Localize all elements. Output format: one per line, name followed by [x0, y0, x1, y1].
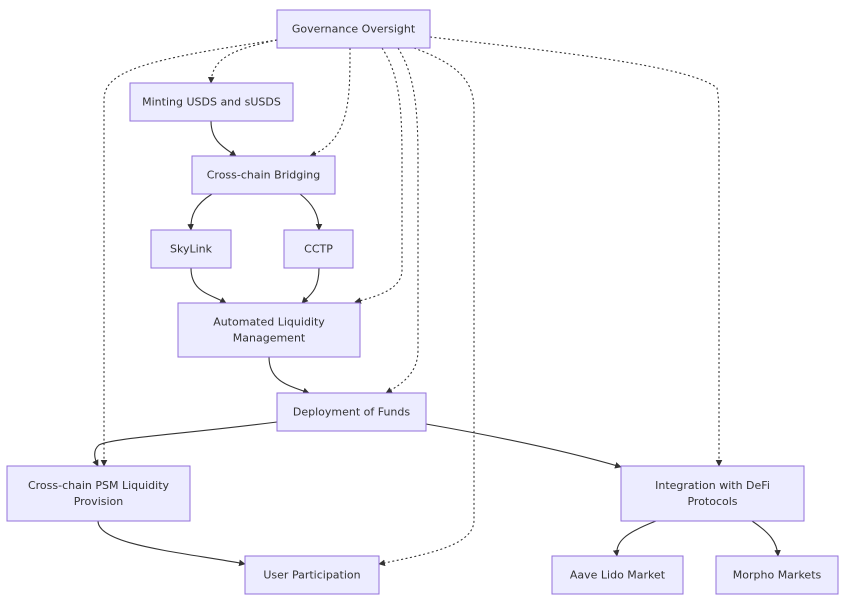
node-governance-oversight[interactable]: Governance Oversight — [276, 9, 431, 49]
edge-governance-to-liquidity — [354, 47, 403, 304]
edge-cctp-to-liquidity — [301, 267, 320, 304]
edge-governance-to-defi — [429, 36, 723, 467]
node-label: User Participation — [263, 569, 360, 582]
edge-minting-to-bridging — [210, 120, 237, 157]
edge-skylink-to-liquidity — [190, 267, 227, 304]
node-label: Provision — [74, 495, 124, 508]
node-label: Automated Liquidity — [213, 316, 325, 329]
node-label: Minting USDS and sUSDS — [142, 96, 281, 109]
edges-layer — [92, 36, 781, 567]
node-cctp[interactable]: CCTP — [283, 229, 354, 269]
edge-deployment-to-defi — [425, 423, 622, 469]
node-deployment-of-funds[interactable]: Deployment of Funds — [276, 392, 427, 432]
edge-governance-to-psm — [100, 39, 278, 467]
node-label: Management — [233, 332, 306, 345]
edge-deployment-to-psm — [92, 421, 278, 467]
edge-governance-to-bridging — [309, 47, 351, 157]
node-morpho-markets[interactable]: Morpho Markets — [715, 555, 839, 595]
node-label: Morpho Markets — [733, 569, 822, 582]
node-cross-chain-bridging[interactable]: Cross-chain Bridging — [191, 155, 336, 195]
edge-bridging-to-cctp — [299, 193, 323, 231]
node-label: Deployment of Funds — [293, 406, 411, 419]
edge-defi-to-aave — [612, 520, 657, 557]
edge-bridging-to-skylink — [187, 193, 213, 231]
edge-defi-to-morpho — [751, 520, 781, 557]
node-aave-lido-market[interactable]: Aave Lido Market — [551, 555, 684, 595]
edge-governance-to-minting — [207, 39, 278, 84]
node-label: Integration with DeFi — [655, 479, 770, 492]
node-label: Protocols — [687, 495, 737, 508]
node-label: Cross-chain PSM Liquidity — [28, 479, 170, 492]
node-label: CCTP — [304, 243, 333, 256]
node-skylink[interactable]: SkyLink — [150, 229, 232, 269]
node-minting-usds[interactable]: Minting USDS and sUSDS — [129, 82, 294, 122]
node-label: Aave Lido Market — [570, 569, 666, 582]
edge-governance-to-user — [378, 47, 475, 567]
edge-liquidity-to-deployment — [268, 356, 310, 395]
nodes-layer: Governance Oversight Minting USDS and sU… — [6, 9, 839, 595]
edge-psm-to-user — [97, 520, 246, 567]
node-user-participation[interactable]: User Participation — [244, 555, 380, 595]
node-label: SkyLink — [170, 243, 213, 256]
node-label: Cross-chain Bridging — [207, 169, 321, 182]
node-label: Governance Oversight — [292, 23, 416, 36]
